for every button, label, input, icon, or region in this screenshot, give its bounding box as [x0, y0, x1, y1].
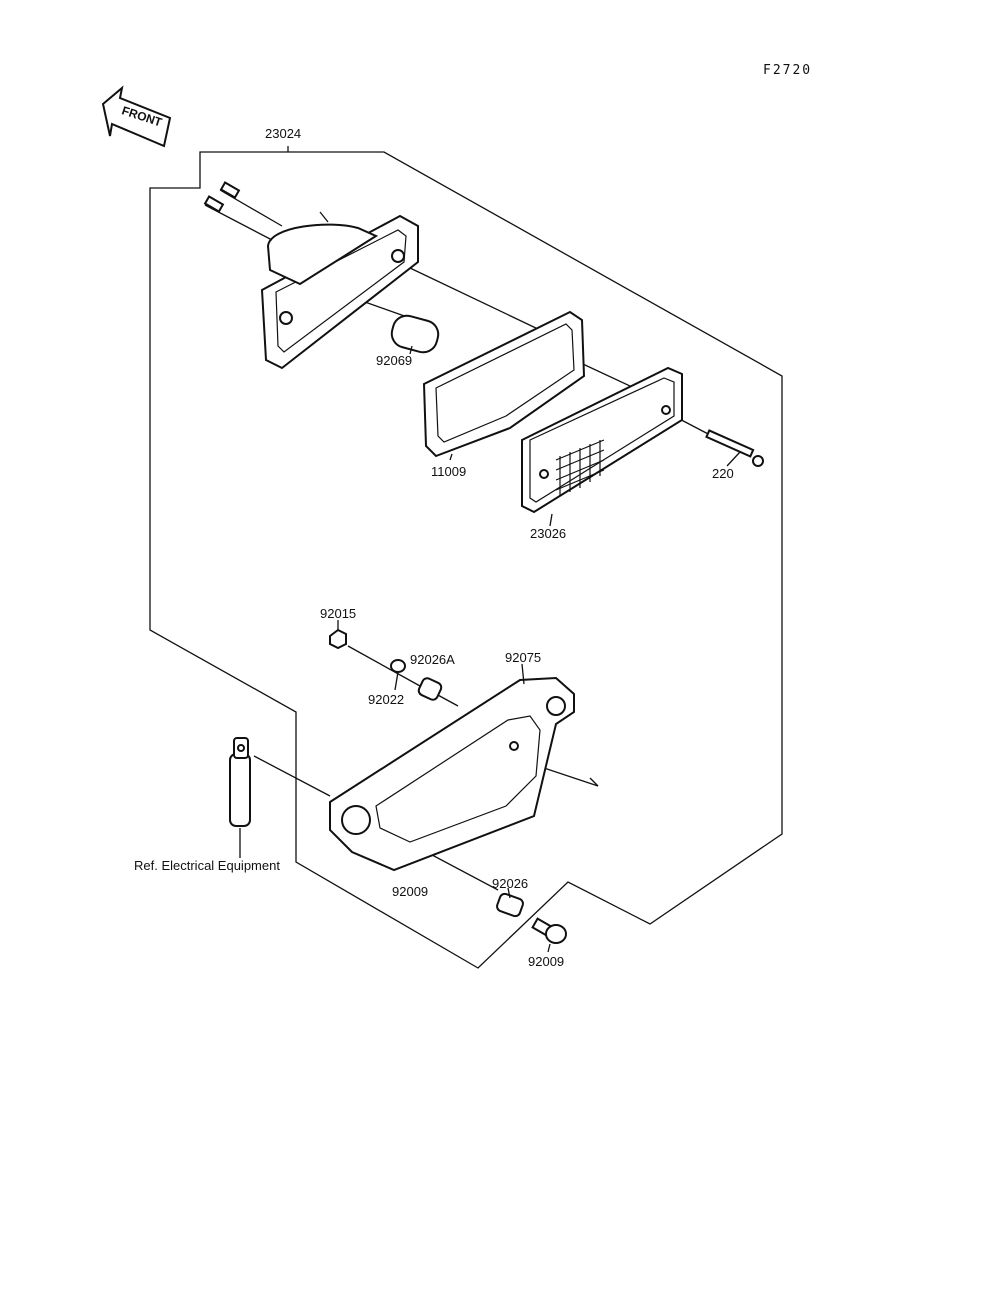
relay-ref-electrical	[229, 737, 251, 858]
label-92069: 92069	[376, 353, 412, 368]
label-23024: 23024	[265, 126, 301, 141]
label-leaders	[337, 345, 741, 953]
label-92015: 92015	[320, 606, 356, 621]
label-92009-a: 92009	[392, 884, 428, 899]
bolt-92009	[531, 917, 567, 944]
housing-23024	[203, 181, 419, 370]
label-92026A: 92026A	[410, 652, 455, 667]
label-23026: 23026	[530, 526, 566, 541]
screw-220	[705, 429, 764, 467]
label-92009-b: 92009	[528, 954, 564, 969]
collar-92026A	[417, 677, 443, 701]
front-arrow-icon: FRONT	[101, 85, 172, 148]
lens-grid	[555, 439, 605, 496]
label-ref-electrical: Ref. Electrical Equipment	[134, 858, 280, 873]
label-11009: 11009	[431, 464, 466, 479]
nut-92015	[329, 628, 347, 650]
assembly-boundary	[149, 146, 783, 969]
label-92075: 92075	[505, 650, 541, 665]
bulb-92069	[390, 314, 440, 354]
figure-code: F2720	[763, 63, 812, 78]
collar-92026	[496, 892, 524, 918]
lens-23026	[521, 366, 683, 514]
gasket-11009	[422, 310, 586, 458]
label-220: 220	[712, 466, 734, 481]
label-92022: 92022	[368, 692, 404, 707]
washer-92022	[390, 659, 406, 673]
label-92026: 92026	[492, 876, 528, 891]
bracket-92075	[329, 676, 575, 872]
